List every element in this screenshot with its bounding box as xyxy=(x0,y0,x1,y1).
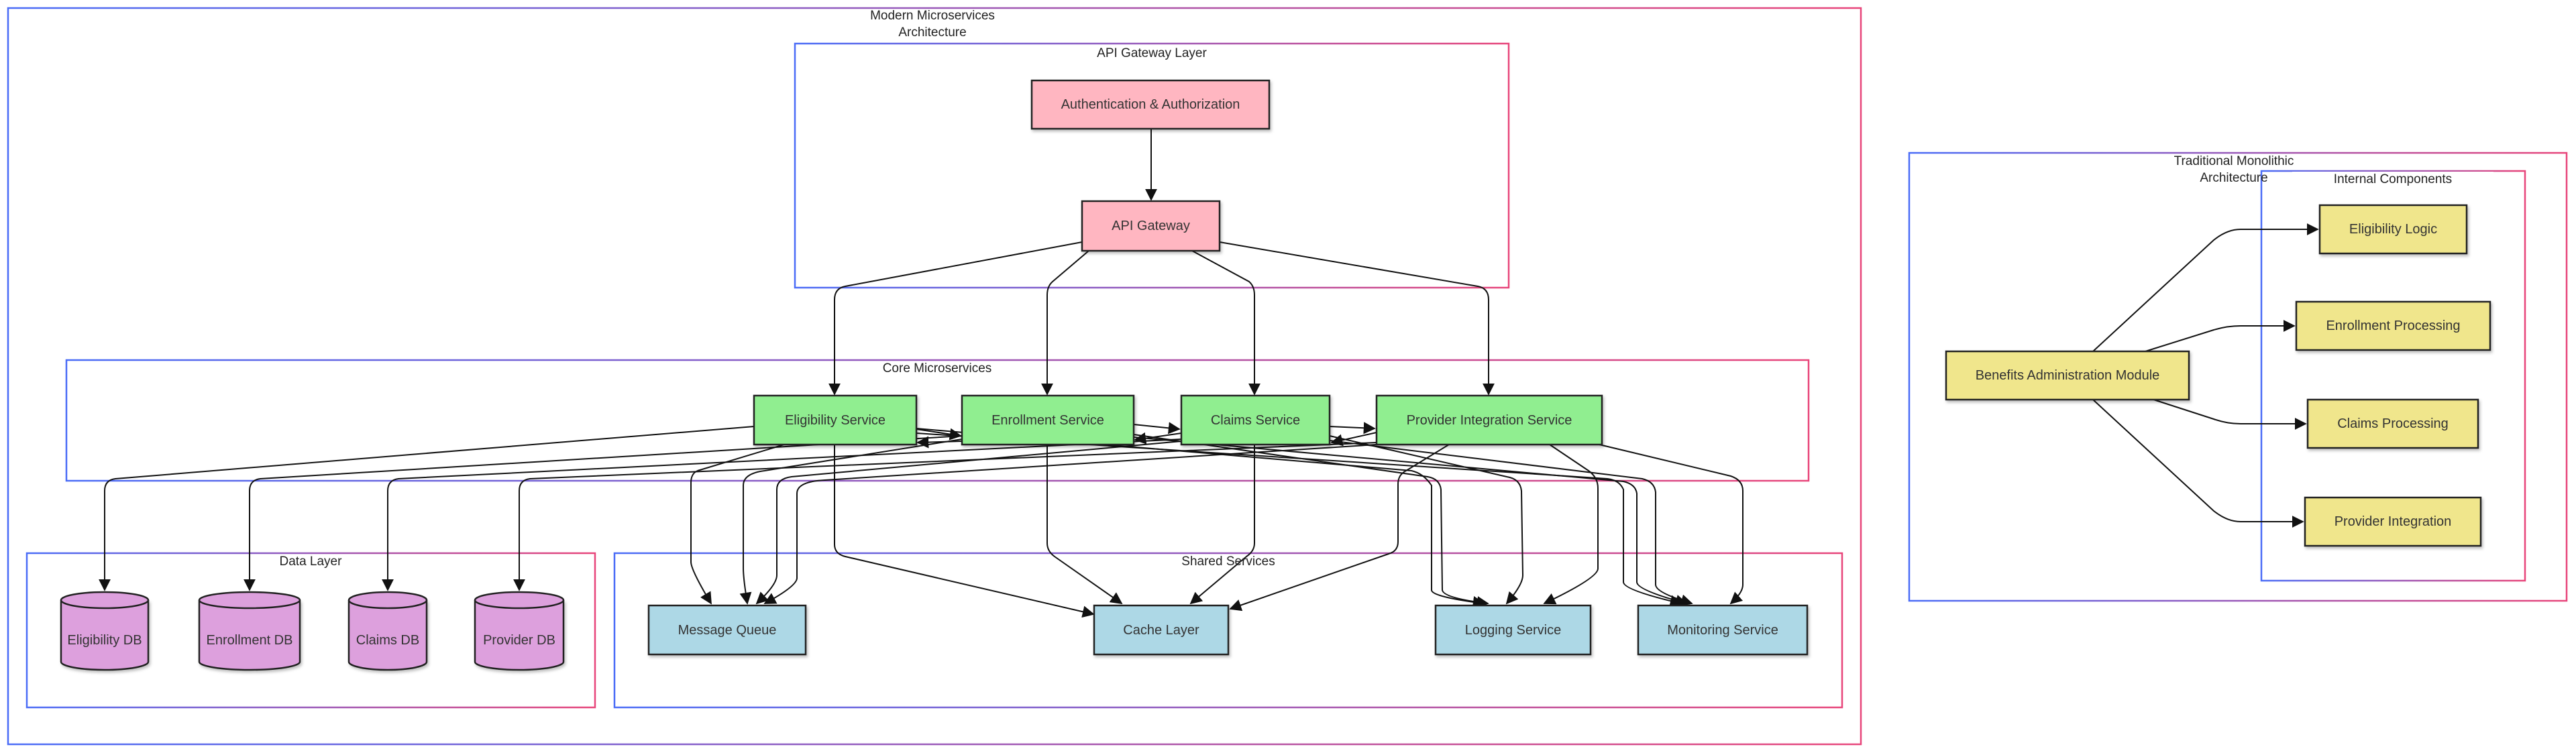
cluster-microservices xyxy=(7,7,1862,746)
cluster-monolith xyxy=(1908,152,2568,602)
benefits-module-label: Benefits Administration Module xyxy=(1975,368,2160,383)
message-queue-label: Message Queue xyxy=(678,622,777,638)
logging-service-node[interactable] xyxy=(1434,604,1592,656)
edge-enrollment-to-cache xyxy=(1046,445,1123,605)
provider-integration-label: Provider Integration xyxy=(2334,514,2452,529)
monolith-title-line2: Architecture xyxy=(2200,170,2268,185)
edge-claims-to-queue xyxy=(755,441,1182,605)
eligibility-service-node[interactable] xyxy=(753,394,918,446)
message-queue-node[interactable] xyxy=(647,604,807,656)
enrollment-service-node[interactable] xyxy=(961,394,1135,446)
gateway-label: API Gateway xyxy=(1112,219,1190,233)
auth-label: Authentication & Authorization xyxy=(1061,97,1240,112)
clusters xyxy=(7,7,2568,746)
edge-eligibility-to-enrollment xyxy=(916,428,962,441)
logging-service-label: Logging Service xyxy=(1464,622,1562,638)
eligibility-logic-label: Eligibility Logic xyxy=(2349,222,2438,237)
microservices-title-line1: Modern Microservices xyxy=(870,9,995,23)
edge-provider-to-cache xyxy=(1229,444,1450,612)
enrollment-service-label: Enrollment Service xyxy=(991,412,1104,428)
cluster-data-layer xyxy=(25,552,596,709)
eligibility-service-label: Eligibility Service xyxy=(784,412,886,428)
eligibility-db-label: Eligibility DB xyxy=(67,633,142,648)
monolith-title-line1: Traditional Monolithic xyxy=(2174,154,2294,168)
edge-enrollment-to-eligibility xyxy=(916,436,963,449)
edge-enrollment-to-logging xyxy=(1133,434,1489,608)
edge-eligibility-to-eligibility-db xyxy=(99,426,755,591)
edge-enrollment-to-queue xyxy=(739,439,963,605)
cluster-api-gateway-layer xyxy=(794,42,1510,289)
cache-layer-node[interactable] xyxy=(1093,604,1230,656)
claims-processing-node[interactable] xyxy=(2306,398,2479,449)
edge-enrollment-to-monitoring xyxy=(1133,437,1688,607)
edge-claims-to-claims-db xyxy=(382,439,1182,591)
provider-db-node[interactable] xyxy=(474,591,565,671)
edge-eligibility-to-monitoring xyxy=(916,432,1682,607)
monolith-title: Traditional Monolithic Architecture xyxy=(2133,154,2334,186)
claims-db-node[interactable] xyxy=(347,591,428,671)
provider-service-node[interactable] xyxy=(1375,394,1603,446)
edge-benefits-to-claims-processing xyxy=(2145,396,2307,430)
core-microservices-title: Core Microservices xyxy=(882,361,992,375)
claims-service-label: Claims Service xyxy=(1210,412,1301,428)
provider-db-label: Provider DB xyxy=(483,633,555,648)
enrollment-processing-label: Enrollment Processing xyxy=(2326,318,2461,333)
edge-gateway-enrollment xyxy=(1041,250,1089,396)
edge-provider-to-logging xyxy=(1543,444,1599,605)
edge-eligibility-to-logging xyxy=(916,428,1485,608)
cache-layer-label: Cache Layer xyxy=(1123,622,1199,638)
edge-eligibility-to-cache xyxy=(834,445,1095,618)
eligibility-logic-node[interactable] xyxy=(2318,204,2468,255)
monitoring-service-node[interactable] xyxy=(1637,604,1809,656)
claims-db-label: Claims DB xyxy=(356,633,420,648)
monitoring-service-label: Monitoring Service xyxy=(1667,622,1778,638)
microservices-title: Modern Microservices Architecture xyxy=(832,8,1033,41)
edge-provider-to-provider-db xyxy=(513,442,1377,591)
claims-processing-label: Claims Processing xyxy=(2337,416,2449,431)
edge-gateway-provider xyxy=(1219,241,1495,396)
claims-service-node[interactable] xyxy=(1180,394,1331,446)
edge-enrollment-to-claims xyxy=(1133,422,1181,435)
shared-services-title: Shared Services xyxy=(1181,555,1275,569)
edge-claims-to-cache xyxy=(1189,445,1255,605)
edge-claims-to-monitoring xyxy=(1329,440,1693,607)
edges xyxy=(99,129,2319,618)
microservices-title-line2: Architecture xyxy=(898,25,967,40)
gateway-nodes xyxy=(1030,79,1271,252)
monolith-nodes xyxy=(1945,204,2491,547)
enrollment-db-node[interactable] xyxy=(198,591,301,671)
edge-claims-to-provider xyxy=(1329,422,1376,435)
benefits-module-node[interactable] xyxy=(1945,350,2190,401)
internal-components-title: Internal Components xyxy=(2292,172,2493,188)
cluster-internal-components xyxy=(2260,170,2526,582)
data-layer-title: Data Layer xyxy=(279,555,342,569)
enrollment-processing-node[interactable] xyxy=(2295,300,2491,351)
edge-gateway-eligibility xyxy=(828,241,1083,396)
api-gateway-layer-title: API Gateway Layer xyxy=(1097,46,1207,60)
edge-benefits-to-enrollment-processing xyxy=(2145,320,2296,352)
edge-eligibility-to-queue xyxy=(690,443,787,605)
edge-provider-to-claims xyxy=(1330,432,1377,447)
provider-service-label: Provider Integration Service xyxy=(1406,412,1572,428)
edge-claims-to-logging xyxy=(1329,435,1524,605)
edge-provider-to-queue xyxy=(763,444,1377,604)
provider-integration-node[interactable] xyxy=(2304,496,2482,547)
gateway-node[interactable] xyxy=(1081,200,1221,252)
auth-node[interactable] xyxy=(1030,79,1271,130)
edge-enrollment-to-enrollment-db xyxy=(244,435,963,591)
edge-claims-to-enrollment xyxy=(1134,432,1182,445)
shared-nodes xyxy=(647,604,1809,656)
edge-benefits-to-provider-integration xyxy=(2092,399,2304,528)
edge-gateway-claims xyxy=(1191,250,1260,396)
database-nodes xyxy=(60,591,565,671)
service-nodes xyxy=(753,394,1603,446)
edge-benefits-to-eligibility-logic xyxy=(2092,223,2319,352)
cluster-core-microservices xyxy=(65,359,1810,482)
cluster-shared-services xyxy=(613,552,1843,709)
edge-provider-to-monitoring xyxy=(1599,444,1743,605)
enrollment-db-label: Enrollment DB xyxy=(206,633,293,648)
eligibility-db-node[interactable] xyxy=(60,591,150,671)
